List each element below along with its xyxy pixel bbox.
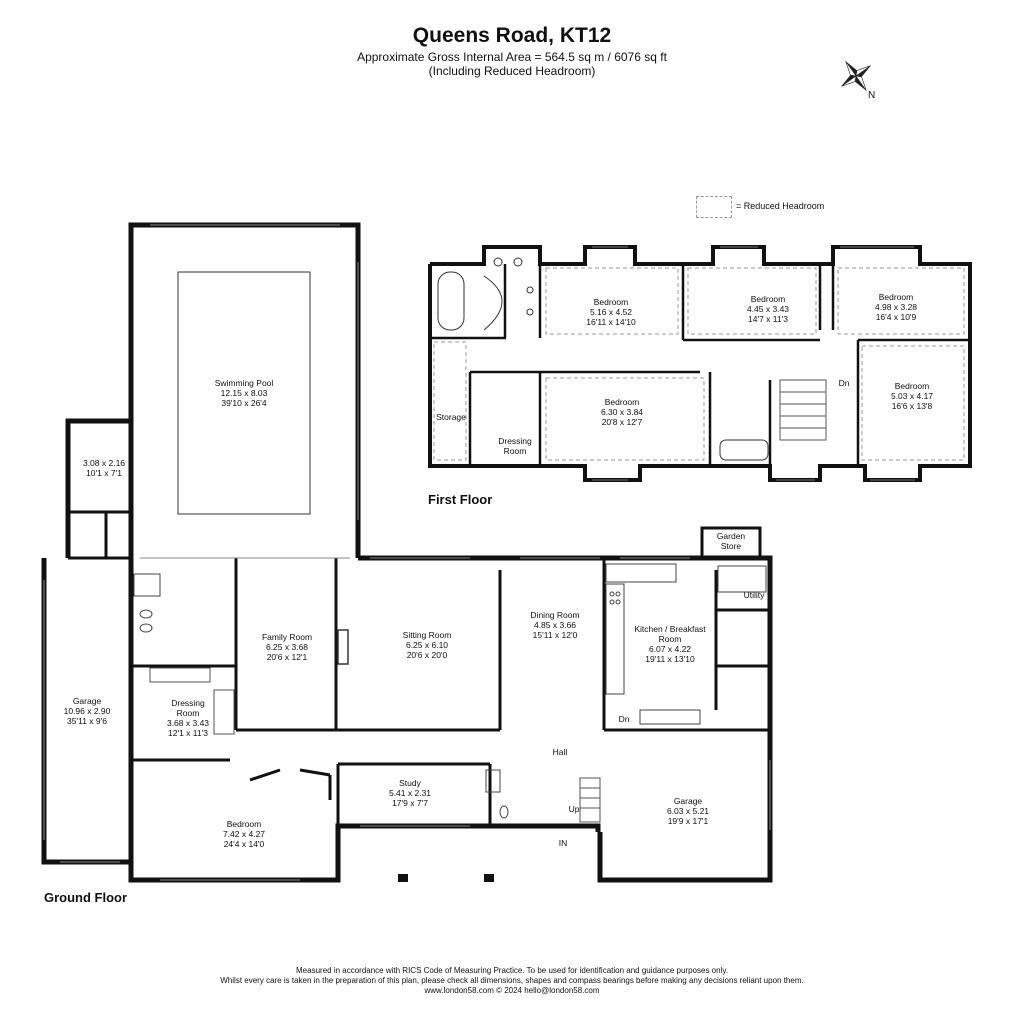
reduced-headroom-legend: = Reduced Headroom	[736, 201, 825, 211]
first-floor-heading: First Floor	[428, 492, 493, 507]
ff-storage: Storage	[436, 412, 466, 422]
plan-title: Queens Road, KT12	[412, 24, 612, 47]
gf-entrance-marker: IN	[558, 838, 568, 848]
gf-up-marker: Up	[568, 804, 580, 814]
gf-hall: Hall	[552, 747, 568, 757]
pool-basin	[177, 271, 311, 515]
first-floor-partitions	[430, 264, 970, 466]
footer-line-3: www.london58.com © 2024 hello@london58.c…	[424, 986, 600, 995]
area-note: (Including Reduced Headroom)	[428, 64, 596, 78]
gf-dn-marker: Dn	[618, 714, 630, 724]
footer-line-1: Measured in accordance with RICS Code of…	[296, 966, 728, 975]
footer-disclaimer: Measured in accordance with RICS Code of…	[0, 966, 1024, 996]
reduced-headroom-swatch	[696, 196, 732, 218]
ff-dn-marker: Dn	[838, 378, 850, 388]
ground-floor-heading: Ground Floor	[44, 890, 128, 905]
gf-garden-store: Garden Store	[716, 531, 746, 551]
ground-floor-partitions	[68, 510, 770, 826]
north-label: N	[868, 90, 876, 101]
gf-utility: Utility	[743, 590, 765, 600]
ff-dressing-room: Dressing Room	[498, 436, 532, 456]
area-summary: Approximate Gross Internal Area = 564.5 …	[357, 50, 667, 64]
footer-line-2: Whilst every care is taken in the prepar…	[220, 976, 804, 985]
